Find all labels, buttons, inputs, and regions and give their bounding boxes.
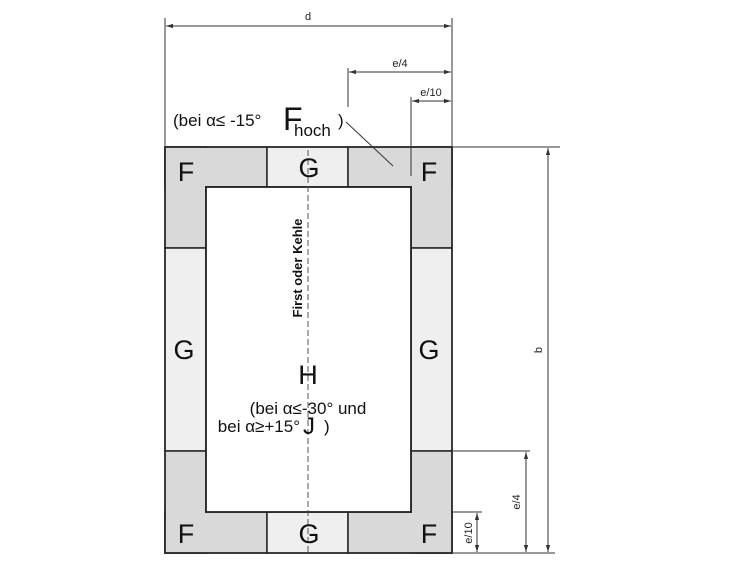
dim-e10-top-label: e/10 [420, 87, 441, 99]
label-g-bottom: G [298, 519, 319, 549]
dimensions [164, 18, 560, 554]
note-h-suffix: ) [324, 417, 330, 436]
leader-line [345, 121, 394, 167]
note-h-line2: bei α≥+15° [218, 417, 300, 436]
note-top-f: F [283, 101, 303, 137]
ridge-label: First oder Kehle [290, 219, 305, 318]
roof-plan [164, 146, 453, 554]
label-f-br: F [421, 519, 438, 549]
label-h: H [298, 360, 318, 390]
note-top-suffix: ) [338, 111, 344, 130]
label-g-top: G [298, 153, 319, 183]
label-f-bl: F [178, 519, 195, 549]
note-top-prefix: (bei α≤ -15° [173, 111, 261, 130]
dim-e10-right-label: e/10 [463, 522, 475, 543]
dim-e4-right-label: e/4 [511, 494, 523, 509]
note-h-j: J [303, 413, 315, 440]
label-g-left: G [173, 335, 194, 365]
dim-d-label: d [305, 11, 311, 23]
label-f-tr: F [421, 157, 438, 187]
dim-e4-top-label: e/4 [392, 58, 407, 70]
note-h-line1: (bei α≤-30° und [250, 399, 367, 418]
note-top-sub: hoch [294, 121, 331, 140]
label-g-right: G [418, 335, 439, 365]
label-f-tl: F [178, 157, 195, 187]
dim-b-label: b [533, 347, 545, 353]
